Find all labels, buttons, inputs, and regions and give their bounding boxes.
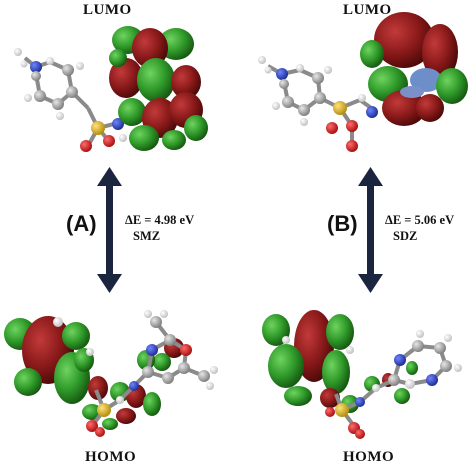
left-homo-label: HOMO <box>85 449 137 465</box>
right-compound-name: SDZ <box>393 229 418 243</box>
right-lumo-orbital <box>360 12 468 126</box>
panel-label-b: (B) <box>327 211 358 236</box>
right-energy-arrow <box>358 167 383 293</box>
right-delta-e: ΔE = 5.06 eV <box>385 213 455 227</box>
right-homo-label: HOMO <box>343 449 395 465</box>
right-lumo-molecule <box>258 56 378 152</box>
right-lumo-label: LUMO <box>343 2 392 18</box>
left-delta-e: ΔE = 4.98 eV <box>125 213 195 227</box>
left-energy-gap: ΔE = 4.98 eV SMZ <box>125 212 194 244</box>
left-compound-name: SMZ <box>133 229 161 243</box>
left-energy-arrow <box>97 167 122 293</box>
left-lumo-label: LUMO <box>83 2 132 18</box>
left-homo-orbital <box>4 316 184 430</box>
right-energy-gap: ΔE = 5.06 eV SDZ <box>385 212 454 244</box>
right-homo-molecule <box>282 330 462 439</box>
panel-label-a: (A) <box>66 211 97 236</box>
left-lumo-orbital <box>109 26 208 151</box>
right-homo-orbital <box>262 310 418 413</box>
left-homo-molecule <box>53 310 218 437</box>
left-lumo-molecule <box>14 48 127 152</box>
